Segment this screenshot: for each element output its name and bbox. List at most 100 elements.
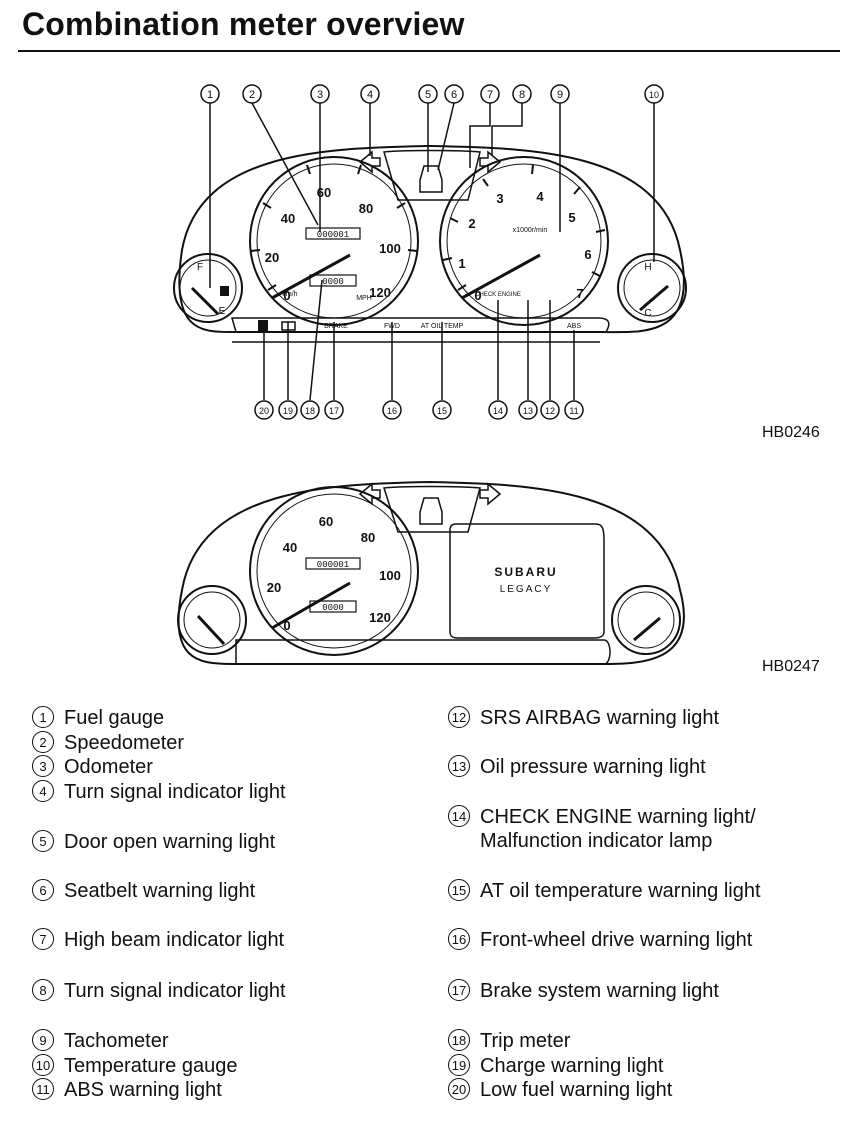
legend-item: 12 SRS AIRBAG warning light <box>448 706 719 730</box>
callout-20: 20 <box>259 406 269 416</box>
callout-2: 2 <box>249 89 255 101</box>
callout-16: 16 <box>387 406 397 416</box>
legend-number: 8 <box>32 979 54 1001</box>
tach-tick-5: 5 <box>568 210 575 225</box>
legend-number: 7 <box>32 928 54 950</box>
trip-display: 0000 <box>322 277 344 287</box>
legend-item: 14 CHECK ENGINE warning light/ Malfunctio… <box>448 805 756 853</box>
odometer2-display: 000001 <box>317 560 349 570</box>
legend-number: 18 <box>448 1029 470 1051</box>
callout-1: 1 <box>207 89 213 101</box>
legend-item: 1 Fuel gauge <box>32 706 164 730</box>
legend-number: 14 <box>448 805 470 827</box>
legend-item: 20 Low fuel warning light <box>448 1078 672 1102</box>
legend-number: 4 <box>32 780 54 802</box>
speedo-tick-80: 80 <box>359 201 373 216</box>
fuel-empty: E <box>219 306 226 317</box>
callout-9: 9 <box>557 89 563 101</box>
legend-text: Trip meter <box>480 1030 571 1052</box>
legend-text: Oil pressure warning light <box>480 756 706 778</box>
odometer-display: 000001 <box>317 230 349 240</box>
speedo2-tick-0: 0 <box>283 618 290 633</box>
legend-text: Turn signal indicator light <box>64 980 286 1002</box>
warn-abs: ABS <box>567 323 581 330</box>
tach-tick-7: 7 <box>576 286 583 301</box>
tach-tick-1: 1 <box>458 256 465 271</box>
legend-item: 13 Oil pressure warning light <box>448 755 706 779</box>
legend-item: 2 Speedometer <box>32 731 184 755</box>
legend-number: 11 <box>32 1078 54 1100</box>
legend-number: 5 <box>32 830 54 852</box>
legend-number: 19 <box>448 1054 470 1076</box>
legend-text: Tachometer <box>64 1030 169 1052</box>
legend-number: 16 <box>448 928 470 950</box>
trip2-display: 0000 <box>322 603 344 613</box>
callout-8: 8 <box>519 89 525 101</box>
callout-3: 3 <box>317 89 323 101</box>
speedo-tick-0: 0 <box>283 288 290 303</box>
legend-item: 9 Tachometer <box>32 1029 169 1053</box>
legend-number: 17 <box>448 979 470 1001</box>
legend-text: Charge warning light <box>480 1055 664 1077</box>
warn-fwd: FWD <box>384 323 400 330</box>
brand-logo: SUBARU <box>494 565 557 579</box>
speedo2-tick-20: 20 <box>267 580 281 595</box>
callout-12: 12 <box>545 406 555 416</box>
legend-number: 9 <box>32 1029 54 1051</box>
callout-14: 14 <box>493 406 503 416</box>
legend-number: 20 <box>448 1078 470 1100</box>
temp-hot: H <box>644 262 651 273</box>
fuel-pump-icon <box>220 286 229 296</box>
figure-label-1: HB0246 <box>762 424 820 441</box>
warn-at-oil-temp: AT OIL TEMP <box>421 323 464 330</box>
legend-item: 15 AT oil temperature warning light <box>448 879 761 903</box>
legend-text: SRS AIRBAG warning light <box>480 707 719 729</box>
legend-text: High beam indicator light <box>64 929 285 951</box>
speedo-tick-60: 60 <box>317 185 331 200</box>
tach-tick-4: 4 <box>536 189 544 204</box>
title-rule <box>18 50 840 52</box>
callout-19: 19 <box>283 406 293 416</box>
legend-text: Brake system warning light <box>480 980 719 1002</box>
legend-text: CHECK ENGINE warning light/ Malfunction … <box>480 806 756 852</box>
legend-number: 13 <box>448 755 470 777</box>
legend-item: 4 Turn signal indicator light <box>32 780 286 804</box>
low-fuel-icon <box>258 320 268 332</box>
legend-text: AT oil temperature warning light <box>480 880 761 902</box>
legend-item: 17 Brake system warning light <box>448 979 719 1003</box>
legend-text: Turn signal indicator light <box>64 781 286 803</box>
callout-5: 5 <box>425 89 431 101</box>
legend-text: Fuel gauge <box>64 707 165 729</box>
speedo-tick-100: 100 <box>379 241 401 256</box>
legend-item: 7 High beam indicator light <box>32 928 284 952</box>
speedo2-tick-100: 100 <box>379 568 401 583</box>
callout-15: 15 <box>437 406 447 416</box>
legend-text: Low fuel warning light <box>480 1079 673 1101</box>
legend-item: 8 Turn signal indicator light <box>32 979 286 1003</box>
legend-text: Speedometer <box>64 732 185 754</box>
figure-label-2: HB0247 <box>762 658 820 675</box>
speedo2-tick-60: 60 <box>319 514 333 529</box>
battery-icon <box>281 321 296 331</box>
speedo2-tick-80: 80 <box>361 530 375 545</box>
fuel-full: F <box>197 262 203 273</box>
legend-text: Temperature gauge <box>64 1055 238 1077</box>
warn-brake: BRAKE <box>324 323 348 330</box>
legend-number: 1 <box>32 706 54 728</box>
legend-number: 2 <box>32 731 54 753</box>
page-title: Combination meter overview <box>22 6 465 42</box>
model-logo: LEGACY <box>500 584 553 595</box>
legend-number: 10 <box>32 1054 54 1076</box>
speedo-tick-20: 20 <box>265 250 279 265</box>
warn-check-engine: CHECK ENGINE <box>475 292 521 298</box>
speedo-tick-40: 40 <box>281 211 295 226</box>
legend-number: 15 <box>448 879 470 901</box>
legend-number: 12 <box>448 706 470 728</box>
tach-unit: x1000r/min <box>513 227 548 234</box>
